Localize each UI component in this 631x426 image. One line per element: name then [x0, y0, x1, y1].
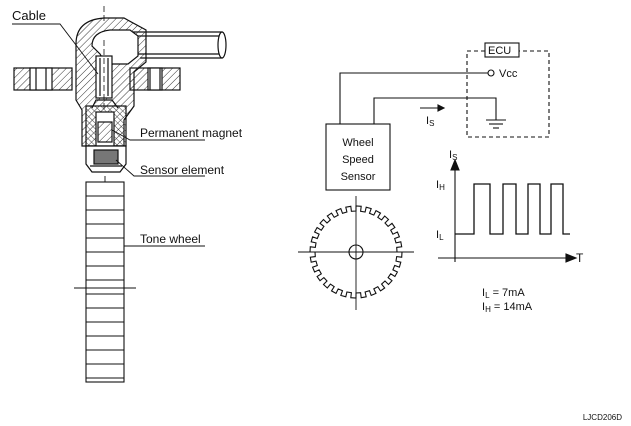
tone-wheel-side	[74, 176, 136, 383]
sensor-box-line2: Speed	[342, 154, 374, 166]
signal-wire	[373, 97, 497, 124]
x-axis-label: T	[576, 251, 584, 265]
vcc-terminal	[487, 69, 495, 77]
permanent-magnet-part	[97, 121, 113, 143]
current-label: IS	[426, 115, 434, 128]
sensor-box-line1: Wheel	[342, 137, 373, 149]
tone-wheel-front	[298, 196, 414, 310]
mounting-flange	[13, 67, 181, 91]
ecu-label: ECU	[488, 45, 511, 57]
sensor-element-part	[93, 149, 119, 165]
ecu-box	[466, 50, 550, 138]
y-axis-label: IS	[449, 149, 457, 162]
vcc-label: Vcc	[499, 68, 518, 80]
figure-code: LJCD206D	[583, 413, 622, 422]
permanent-magnet-label: Permanent magnet	[140, 126, 243, 140]
legend-high: IH = 14mA	[482, 301, 533, 314]
ecu-tag	[484, 42, 520, 58]
vcc-wire	[339, 72, 488, 124]
legend-low: IL = 7mA	[482, 287, 525, 300]
sensor-box-line3: Sensor	[341, 171, 376, 183]
wheel-speed-sensor-box	[325, 123, 391, 191]
waveform-graph	[438, 158, 578, 263]
circuit	[325, 42, 550, 191]
low-level-label: IL	[436, 229, 444, 242]
waveform	[455, 183, 570, 235]
cable-label: Cable	[12, 8, 46, 23]
sensor-assembly	[13, 6, 227, 173]
sensor-element-label: Sensor element	[140, 163, 225, 177]
tone-wheel-label: Tone wheel	[140, 232, 201, 246]
tone-wheel-hub	[348, 244, 364, 260]
high-level-label: IH	[436, 179, 445, 192]
